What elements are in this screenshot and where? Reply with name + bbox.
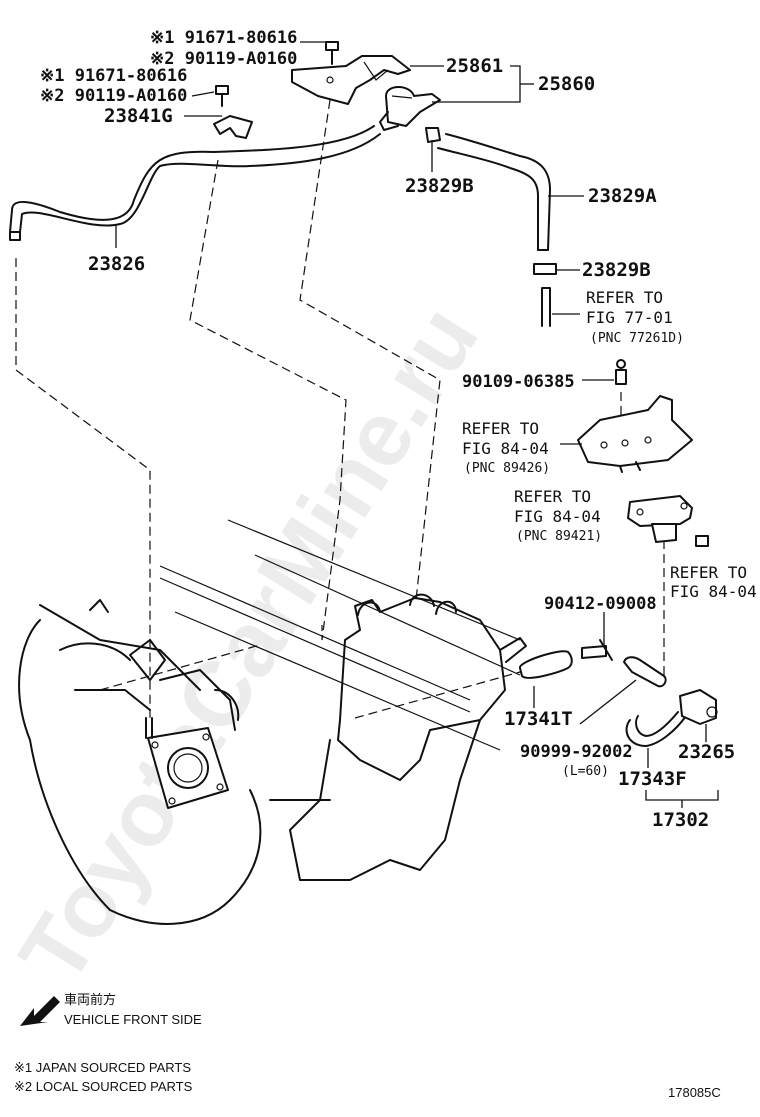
- figure-code: 178085C: [668, 1085, 721, 1100]
- label-90119-left[interactable]: ※2 90119-A0160: [40, 86, 187, 106]
- label-23829b-mid[interactable]: 23829B: [582, 259, 651, 281]
- note-local-sourced: ※2 LOCAL SOURCED PARTS: [14, 1079, 193, 1094]
- hose-parts: [518, 639, 718, 747]
- ref-77-01-pnc: (PNC 77261D): [590, 331, 684, 346]
- part-labels: ※1 91671-80616 ※2 90119-A0160 ※1 91671-8…: [40, 28, 735, 831]
- label-17343f[interactable]: 17343F: [618, 768, 687, 790]
- label-91671-left[interactable]: ※1 91671-80616: [40, 66, 187, 86]
- label-23829b-top[interactable]: 23829B: [405, 175, 474, 197]
- label-17341t[interactable]: 17341T: [504, 708, 573, 730]
- label-25861[interactable]: 25861: [446, 55, 503, 77]
- label-90119-top[interactable]: ※2 90119-A0160: [150, 49, 297, 69]
- ref-84-04-b-pnc: (PNC 89421): [516, 529, 602, 544]
- legend: 車両前方 VEHICLE FRONT SIDE ※1 JAPAN SOURCED…: [14, 992, 721, 1100]
- vehicle-front-arrow-icon: [20, 996, 60, 1026]
- ref-84-04-c-line2[interactable]: FIG 84-04: [670, 582, 757, 601]
- label-23829a[interactable]: 23829A: [588, 185, 657, 207]
- label-90412[interactable]: 90412-09008: [544, 594, 657, 614]
- label-17302[interactable]: 17302: [652, 809, 709, 831]
- ref-84-04-c-line1: REFER TO: [670, 563, 747, 582]
- ref-84-04-a-line2[interactable]: FIG 84-04: [462, 439, 549, 458]
- figure-references: REFER TO FIG 77-01 (PNC 77261D) REFER TO…: [462, 288, 757, 601]
- ref-84-04-a-line1: REFER TO: [462, 419, 539, 438]
- direction-jp: 車両前方: [64, 992, 116, 1007]
- ref-77-01-line2[interactable]: FIG 77-01: [586, 308, 673, 327]
- label-90109[interactable]: 90109-06385: [462, 372, 575, 392]
- ref-84-04-b-line1: REFER TO: [514, 487, 591, 506]
- leader-lines: [115, 41, 719, 808]
- ref-77-01-line1: REFER TO: [586, 288, 663, 307]
- label-91671-top[interactable]: ※1 91671-80616: [150, 28, 297, 48]
- label-90999-length: (L=60): [562, 764, 609, 779]
- engine-assembly: [18, 519, 527, 925]
- label-23265[interactable]: 23265: [678, 741, 735, 763]
- direction-en: VEHICLE FRONT SIDE: [64, 1012, 202, 1027]
- bracket-parts: [577, 359, 709, 547]
- label-90999[interactable]: 90999-92002: [520, 742, 633, 762]
- ref-84-04-b-line2[interactable]: FIG 84-04: [514, 507, 601, 526]
- label-23841g[interactable]: 23841G: [104, 105, 173, 127]
- label-23826[interactable]: 23826: [88, 253, 145, 275]
- label-25860[interactable]: 25860: [538, 73, 595, 95]
- ref-84-04-a-pnc: (PNC 89426): [464, 461, 550, 476]
- vsv-assembly: [9, 41, 557, 327]
- connection-lines: [15, 99, 665, 720]
- note-japan-sourced: ※1 JAPAN SOURCED PARTS: [14, 1060, 191, 1075]
